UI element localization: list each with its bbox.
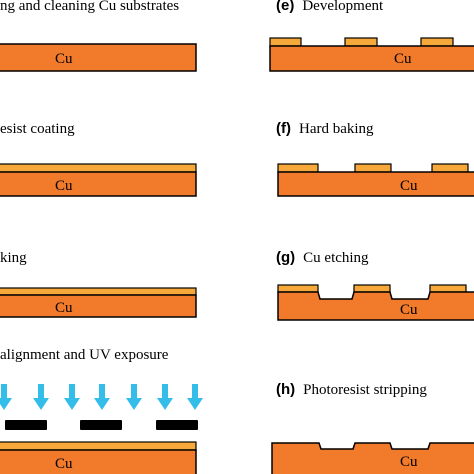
step-h-patterned-cu-substrate	[271, 442, 474, 474]
step-e-cu-substrate	[269, 45, 474, 72]
step-g-etched-cu-substrate	[277, 291, 474, 321]
step-f-text: Hard baking	[299, 121, 374, 137]
step-h-cu-label: Cu	[400, 454, 418, 470]
step-f-cu-substrate	[277, 171, 474, 197]
step-g-letter: (g)	[276, 249, 295, 266]
uv-arrow	[94, 384, 110, 410]
step-g-photoresist-pattern	[429, 284, 467, 293]
step-g: (g) Cu etching Cu	[276, 249, 474, 321]
step-c-cu-label: Cu	[55, 300, 73, 316]
step-h: (h) Photoresist stripping Cu	[271, 381, 474, 474]
step-f-cu-label: Cu	[400, 178, 418, 194]
step-f-label: (f) Hard baking	[276, 120, 374, 137]
step-e-photoresist-pattern	[420, 37, 454, 47]
photomask-segment	[80, 420, 122, 430]
step-e: (e) Development Cu	[269, 0, 474, 72]
step-g-cu-label: Cu	[400, 302, 418, 318]
step-d-cu-substrate	[0, 449, 197, 474]
step-c-cu-substrate	[0, 294, 197, 318]
step-a-label: ng and cleaning Cu substrates	[0, 0, 179, 14]
step-b-label: esist coating	[0, 121, 75, 137]
step-e-photoresist-pattern	[269, 37, 302, 47]
step-b: esist coating Cu	[0, 121, 197, 197]
step-e-label: (e) Development	[276, 0, 384, 14]
step-g-label: (g) Cu etching	[276, 249, 369, 266]
step-h-text: Photoresist stripping	[303, 382, 427, 398]
step-c: king Cu	[0, 250, 197, 318]
step-f-photoresist-pattern	[354, 163, 392, 173]
step-d-cu-label: Cu	[55, 456, 73, 472]
step-b-photoresist-layer	[0, 163, 197, 173]
photomask-segment	[5, 420, 47, 430]
step-e-cu-label: Cu	[394, 51, 412, 67]
step-e-letter: (e)	[276, 0, 294, 14]
step-d-photoresist-layer	[0, 441, 197, 451]
step-a: ng and cleaning Cu substrates Cu	[0, 0, 197, 72]
step-a-cu-label: Cu	[55, 51, 73, 67]
step-e-text: Development	[302, 0, 384, 14]
uv-arrow	[126, 384, 142, 410]
step-a-cu-substrate	[0, 43, 197, 72]
uv-arrow	[33, 384, 49, 410]
step-h-letter: (h)	[276, 381, 295, 398]
step-g-photoresist-pattern	[353, 284, 391, 293]
step-d-label: alignment and UV exposure	[0, 347, 169, 363]
step-h-label: (h) Photoresist stripping	[276, 381, 427, 398]
step-c-photoresist-layer	[0, 287, 197, 296]
uv-arrow	[64, 384, 80, 410]
step-b-cu-label: Cu	[55, 178, 73, 194]
step-f-letter: (f)	[276, 120, 291, 137]
step-b-cu-substrate	[0, 171, 197, 197]
step-g-photoresist-pattern	[277, 284, 319, 293]
step-c-label: king	[0, 250, 27, 266]
step-d: alignment and UV exposure Cu	[0, 347, 203, 474]
photomask-segment	[156, 420, 198, 430]
uv-arrow	[187, 384, 203, 410]
step-f-photoresist-pattern	[277, 163, 319, 173]
uv-arrow	[157, 384, 173, 410]
step-g-text: Cu etching	[303, 250, 369, 266]
step-e-photoresist-pattern	[344, 37, 378, 47]
uv-arrow	[0, 384, 12, 410]
uv-arrows	[0, 384, 203, 410]
step-f-photoresist-pattern	[431, 163, 469, 173]
step-f: (f) Hard baking Cu	[276, 120, 474, 197]
